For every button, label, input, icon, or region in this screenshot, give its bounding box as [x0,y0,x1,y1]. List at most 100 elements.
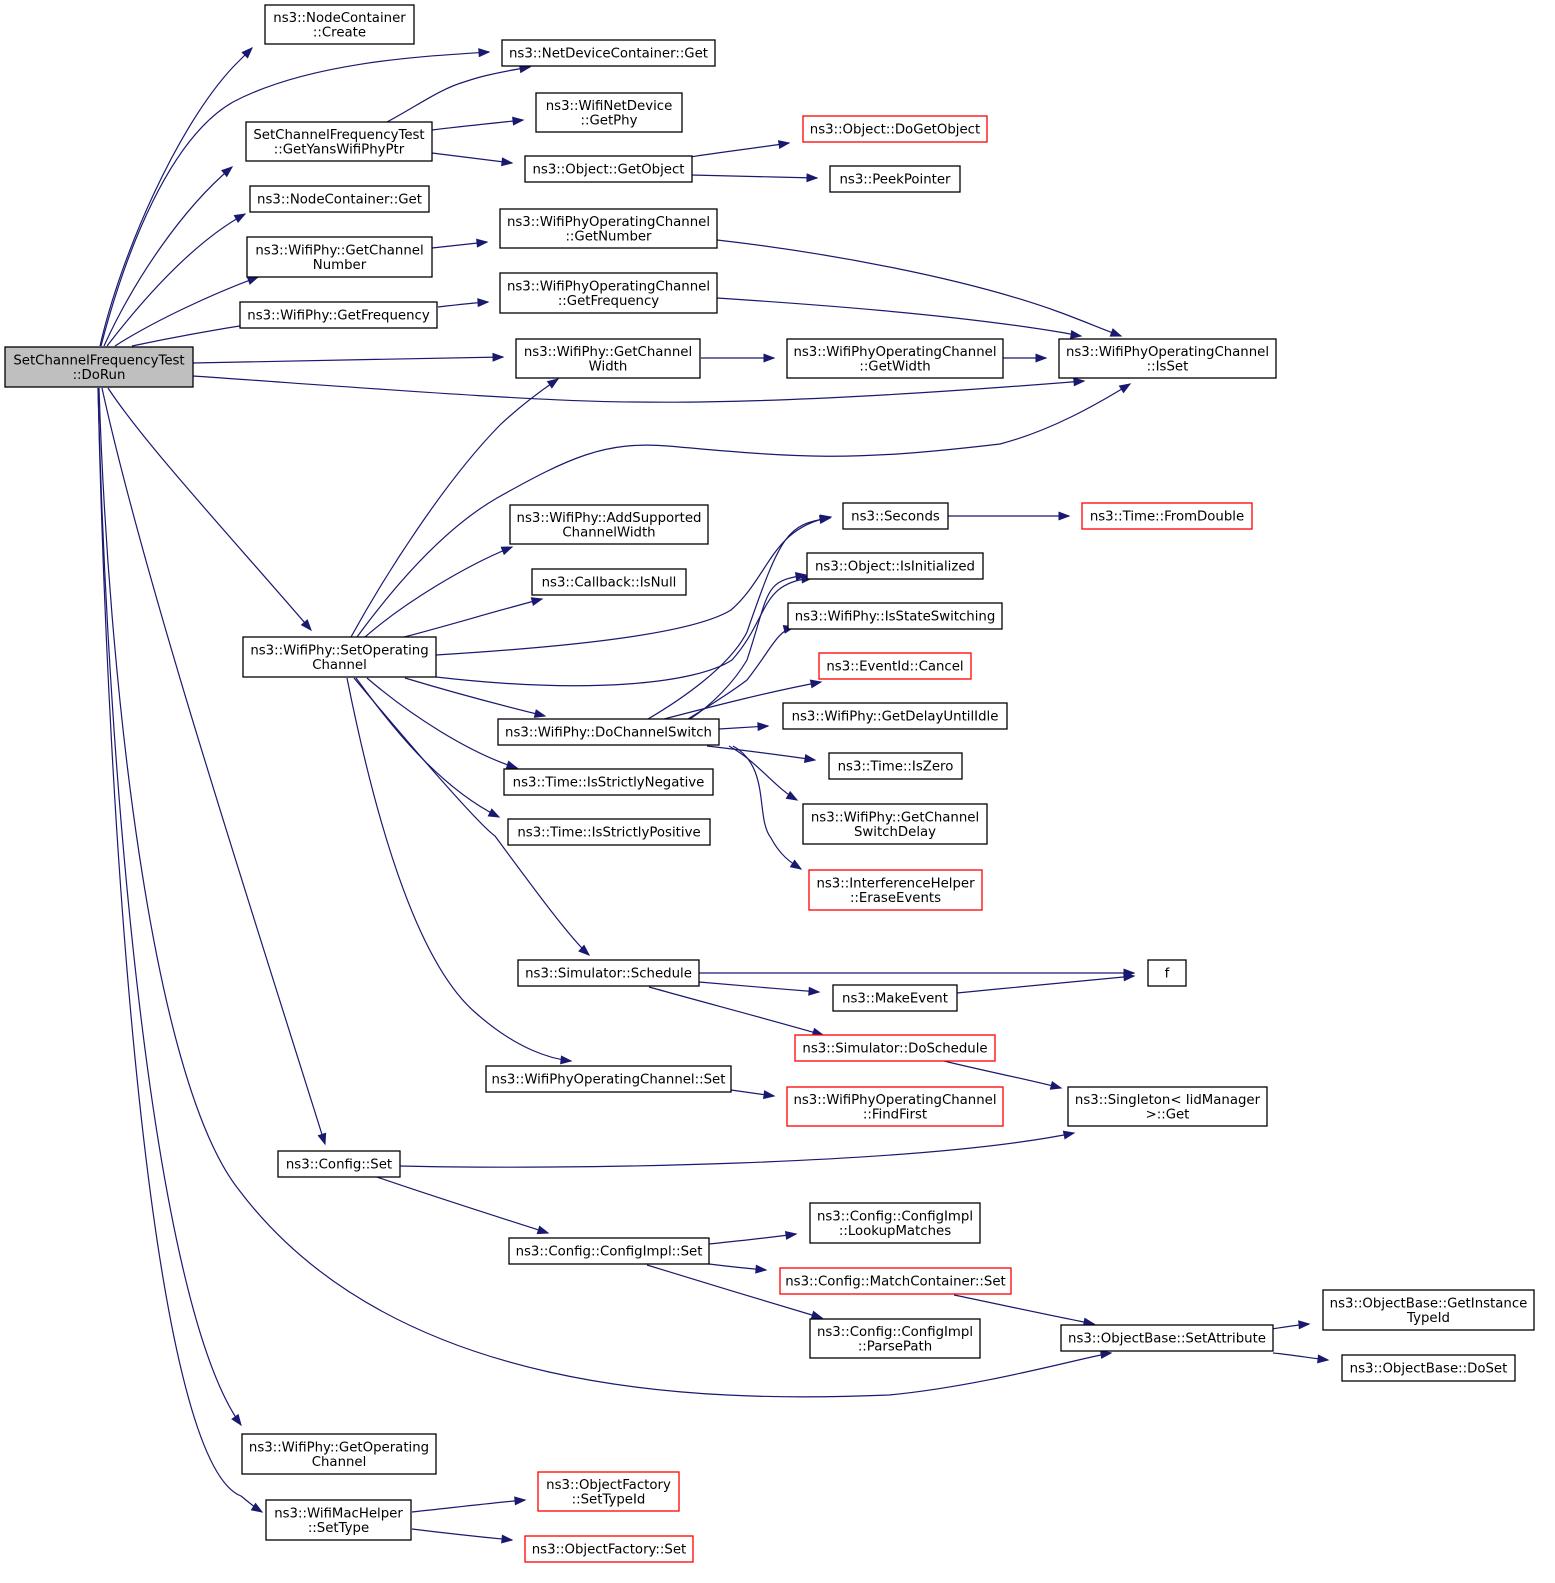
node-ndc-get[interactable]: ns3::NetDeviceContainer::Get [501,39,716,67]
node-peekpointer[interactable]: ns3::PeekPointer [829,165,961,193]
node-box [241,1433,437,1475]
node-nc-get[interactable]: ns3::NodeContainer::Get [249,185,430,213]
node-box [515,338,701,379]
node-of-set[interactable]: ns3::ObjectFactory::Set [524,1535,694,1563]
node-box [809,1202,981,1244]
edge-line [943,1060,1062,1089]
call-edge-wp_dochsw-to-seconds [647,514,832,720]
call-edge-root-to-ob_setattr [98,387,1113,1398]
function-nodes: SetChannelFrequencyTest::DoRun ns3::NodeC… [4,4,1535,1563]
call-edge-wp_getchnum-to-woc_getnumber [431,238,489,249]
node-wp-isstatesw[interactable]: ns3::WifiPhy::IsStateSwitching [787,602,1003,630]
node-label-line: ns3::EventId::Cancel [826,660,963,675]
node-time-iszero[interactable]: ns3::Time::IsZero [828,752,963,780]
arrowhead [1049,1081,1063,1090]
node-box [242,636,437,678]
edge-line [97,387,263,1513]
node-box [508,1237,710,1265]
node-time-isstrictneg[interactable]: ns3::Time::IsStrictlyNegative [503,768,714,796]
node-wnd-getphy[interactable]: ns3::WifiNetDevice::GetPhy [535,92,683,133]
node-wmh-settype[interactable]: ns3::WifiMacHelper::SetType [265,1499,412,1541]
node-seconds[interactable]: ns3::Seconds [842,502,949,530]
call-edge-wp_setopch-to-wp_dochsw [404,677,547,718]
node-config-set[interactable]: ns3::Config::Set [277,1150,401,1178]
node-label-line: ns3::MakeEvent [842,992,948,1007]
node-singleton-get[interactable]: ns3::Singleton< IidManager>::Get [1067,1086,1268,1127]
node-label-line: ns3::WifiPhyOperatingChannel [507,215,710,230]
node-box [509,504,709,545]
node-box [786,338,1004,379]
edge-line [689,142,790,158]
node-ob-setattr[interactable]: ns3::ObjectBase::SetAttribute [1060,1324,1274,1352]
node-sim-doschedule[interactable]: ns3::Simulator::DoSchedule [794,1034,996,1062]
node-ci-set[interactable]: ns3::Config::ConfigImpl::Set [508,1237,710,1265]
edge-line [690,174,818,179]
node-of-settypeid[interactable]: ns3::ObjectFactory::SetTypeId [537,1471,680,1512]
call-edge-root-to-config_set [101,387,327,1146]
node-ci-parsepath[interactable]: ns3::Config::ConfigImpl::ParsePath [809,1318,981,1359]
node-wp-dochsw[interactable]: ns3::WifiPhy::DoChannelSwitch [497,718,720,746]
node-label-line: ChannelWidth [562,525,655,540]
node-time-fromdouble[interactable]: ns3::Time::FromDouble [1081,502,1253,530]
node-woc-isset[interactable]: ns3::WifiPhyOperatingChannel::IsSet [1058,338,1277,379]
node-getyans[interactable]: SetChannelFrequencyTest::GetYansWifiPhyP… [245,121,433,162]
node-root[interactable]: SetChannelFrequencyTest::DoRun [4,346,194,388]
call-edge-wp_setopch-to-sim_schedule [353,677,591,956]
node-cb-isnull[interactable]: ns3::Callback::IsNull [531,568,687,596]
node-ih-erase[interactable]: ns3::InterferenceHelper::EraseEvents [808,869,983,911]
node-wp-getdelay[interactable]: ns3::WifiPhy::GetDelayUntilIdle [782,702,1008,730]
node-label-line: ns3::WifiPhyOperatingChannel [793,345,996,360]
node-box [249,185,430,213]
call-edge-getyans-to-ndc_get [386,64,532,123]
node-nc-create[interactable]: ns3::NodeContainer::Create [264,4,415,45]
node-f[interactable]: f [1147,959,1187,987]
node-ci-lookup[interactable]: ns3::Config::ConfigImpl::LookupMatches [809,1202,981,1244]
node-label-line: ns3::Config::ConfigImpl [817,1325,973,1340]
call-edge-wp_setopch-to-cb_isnull [403,597,544,638]
arrowhead [763,353,776,363]
arrowhead [1099,1349,1113,1359]
node-mc-set[interactable]: ns3::Config::MatchContainer::Set [779,1267,1012,1295]
node-label-line: ::EraseEvents [850,891,941,906]
arrowhead [512,116,525,126]
node-evt-cancel[interactable]: ns3::EventId::Cancel [818,652,972,680]
node-makeevent[interactable]: ns3::MakeEvent [832,984,958,1012]
edge-line [403,598,543,638]
node-label-line: ns3::WifiMacHelper [274,1506,403,1521]
node-obj-isinit[interactable]: ns3::Object::IsInitialized [806,552,984,580]
node-label-line: Width [589,359,628,374]
node-box [277,1150,401,1178]
call-edge-ob_setattr-to-ob_doset [1272,1352,1330,1364]
node-label-line: f [1165,967,1170,982]
node-time-isstrictpos[interactable]: ns3::Time::IsStrictlyPositive [507,818,711,846]
node-label-line: ns3::WifiPhyOperatingChannel::Set [492,1073,726,1088]
node-obj-dogetobject[interactable]: ns3::Object::DoGetObject [802,115,988,143]
node-label-line: ns3::WifiPhy::IsStateSwitching [795,610,996,625]
node-obj-getobject[interactable]: ns3::Object::GetObject [524,155,693,183]
node-woc-findfirst[interactable]: ns3::WifiPhyOperatingChannel::FindFirst [786,1086,1004,1127]
node-woc-getnumber[interactable]: ns3::WifiPhyOperatingChannel::GetNumber [499,208,718,249]
node-ob-doset[interactable]: ns3::ObjectBase::DoSet [1341,1354,1516,1382]
edge-line [386,66,531,123]
node-box [485,1065,732,1093]
edge-line [716,297,1082,337]
node-woc-getfreq[interactable]: ns3::WifiPhyOperatingChannel::GetFrequen… [499,272,718,314]
node-label-line: ns3::WifiPhy::AddSupported [517,511,702,526]
node-sim-schedule[interactable]: ns3::Simulator::Schedule [517,959,700,987]
node-box [507,818,711,846]
node-woc-set[interactable]: ns3::WifiPhyOperatingChannel::Set [485,1065,732,1093]
node-box [503,768,714,796]
node-box [246,236,433,278]
node-label-line: ns3::Config::ConfigImpl [817,1209,973,1224]
node-label-line: ns3::NetDeviceContainer::Get [509,47,708,62]
call-edge-wp_setopch-to-time_isstrictneg [366,677,519,770]
node-wp-getfreq[interactable]: ns3::WifiPhy::GetFrequency [239,301,438,329]
node-woc-getwidth[interactable]: ns3::WifiPhyOperatingChannel::GetWidth [786,338,1004,379]
